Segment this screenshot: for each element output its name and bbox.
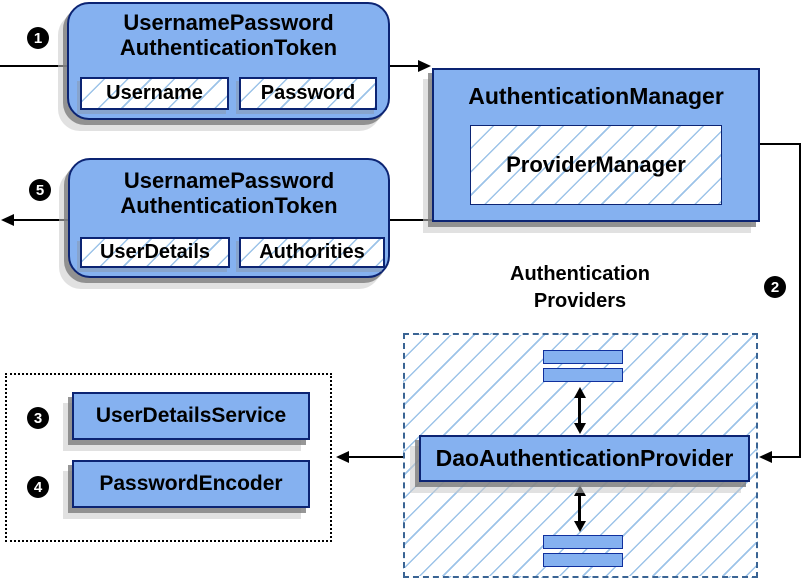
step-badge-1: 1 [27,27,49,49]
provider-slot-bar [543,350,623,364]
label-line2: Providers [533,290,627,312]
username-field-box: Username [80,77,229,110]
authorities-field-box: Authorities [239,237,385,268]
password-encoder-node: PasswordEncoder [72,460,310,508]
double-arrow-shaft [578,396,581,426]
label-line1: Authentication [510,263,650,285]
arrowhead-up-icon [574,387,586,398]
step-number: 2 [770,278,780,296]
node-title: UsernamePassword AuthenticationToken [70,168,388,218]
step-badge-4: 4 [27,476,49,498]
inner-label: ProviderManager [506,152,686,177]
arrowhead-right-icon [418,60,431,72]
node-title: AuthenticationManager [434,84,758,109]
username-password-token-response-node: UsernamePassword AuthenticationToken Use… [68,158,390,278]
step-number: 1 [33,29,43,47]
step-badge-2: 2 [764,276,786,298]
step-number: 4 [33,478,43,496]
arrowhead-down-icon [574,521,586,532]
provider-slot-bar [543,553,623,567]
user-details-service-node: UserDetailsService [72,392,310,440]
arrowhead-down-icon [574,423,586,434]
step-badge-5: 5 [29,179,51,201]
node-title: UsernamePassword AuthenticationToken [69,10,388,60]
node-title-line1: UsernamePassword [123,168,335,193]
password-field-box: Password [239,77,377,110]
field-label: Password [260,82,356,104]
provider-slot-bar [543,368,623,382]
node-title-text: PasswordEncoder [99,472,283,495]
dao-authentication-provider-node: DaoAuthenticationProvider [419,435,750,482]
authentication-manager-node: AuthenticationManager ProviderManager [432,68,760,222]
services-container [5,373,332,542]
provider-slot-bar [543,535,623,549]
step-number: 5 [35,181,45,199]
step-number: 3 [33,409,43,427]
arrowhead-left-icon [759,451,772,463]
edge-manager-to-provider-top [760,143,801,145]
edge-manager-to-provider-bottom [771,456,801,458]
node-title-line2: AuthenticationToken [119,35,338,60]
node-title-text: AuthenticationManager [468,83,724,109]
field-label: Username [106,82,203,104]
field-label: UserDetails [99,241,211,263]
provider-manager-box: ProviderManager [470,125,722,205]
username-password-token-request-node: UsernamePassword AuthenticationToken Use… [67,2,390,120]
edge-dao-to-services [347,456,420,458]
user-details-field-box: UserDetails [80,237,230,268]
field-label: Authorities [259,241,365,263]
node-title-text: DaoAuthenticationProvider [435,445,734,471]
arrowhead-left-icon [336,451,349,463]
node-title-line1: UsernamePassword [123,10,334,35]
node-title-text: UserDetailsService [95,404,287,427]
authentication-providers-label: Authentication Providers [430,261,730,315]
node-title-line2: AuthenticationToken [120,193,338,218]
arrowhead-up-icon [574,485,586,496]
arrowhead-left-icon [1,214,14,226]
step-badge-3: 3 [27,407,49,429]
double-arrow-shaft [578,494,581,524]
edge-manager-to-provider-vertical [799,143,801,458]
